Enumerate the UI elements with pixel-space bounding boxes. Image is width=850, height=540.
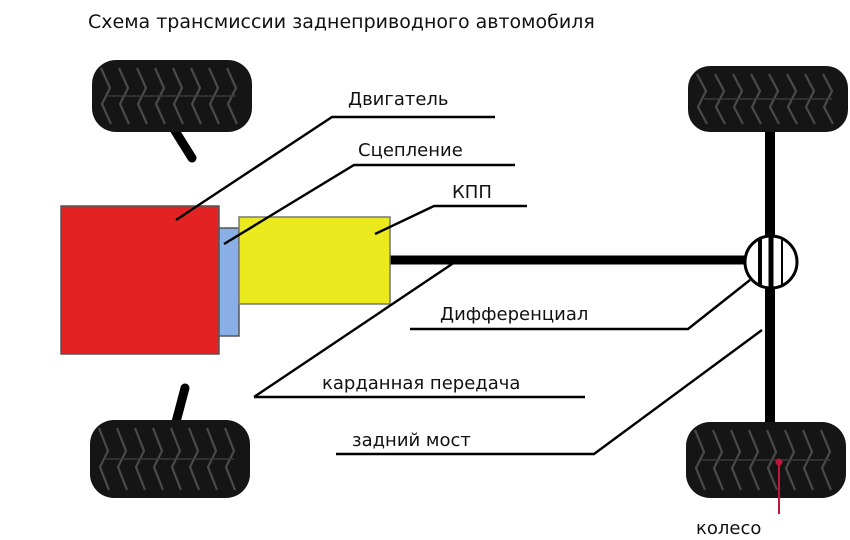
wheel-pointer-dot	[775, 458, 783, 466]
driveshaft-leader-1	[253, 261, 456, 398]
diagram-title: Схема трансмиссии заднеприводного автомо…	[88, 11, 595, 33]
gearbox-block	[238, 216, 391, 305]
clutch-label: Сцепление	[358, 140, 463, 161]
clutch-block	[218, 227, 240, 337]
differential-label: Дифференциал	[440, 304, 588, 325]
tire-tread	[693, 429, 707, 491]
front-right-steering-arm	[171, 383, 190, 427]
tire-tread	[696, 73, 708, 125]
front-left-wheel	[92, 60, 252, 132]
wheel-label: колесо	[696, 518, 761, 539]
engine-block	[60, 205, 220, 355]
rear-right-bottom-wheel	[686, 422, 846, 498]
differential-leader	[410, 279, 751, 331]
rear-right-top-wheel	[688, 66, 848, 132]
gearbox-leader	[374, 204, 527, 236]
rear-axle-label: задний мост	[352, 430, 471, 451]
tire-tread	[99, 67, 113, 125]
driveshaft-label: карданная передача	[322, 373, 520, 394]
differential-icon	[743, 234, 799, 290]
front-left-bottom-wheel	[90, 420, 250, 498]
engine-leader	[175, 115, 495, 222]
clutch-leader	[223, 163, 515, 246]
tire-tread	[97, 427, 111, 491]
gearbox-label: КПП	[452, 182, 492, 203]
engine-label: Двигатель	[348, 89, 449, 110]
rear-axle-leader	[336, 329, 763, 456]
